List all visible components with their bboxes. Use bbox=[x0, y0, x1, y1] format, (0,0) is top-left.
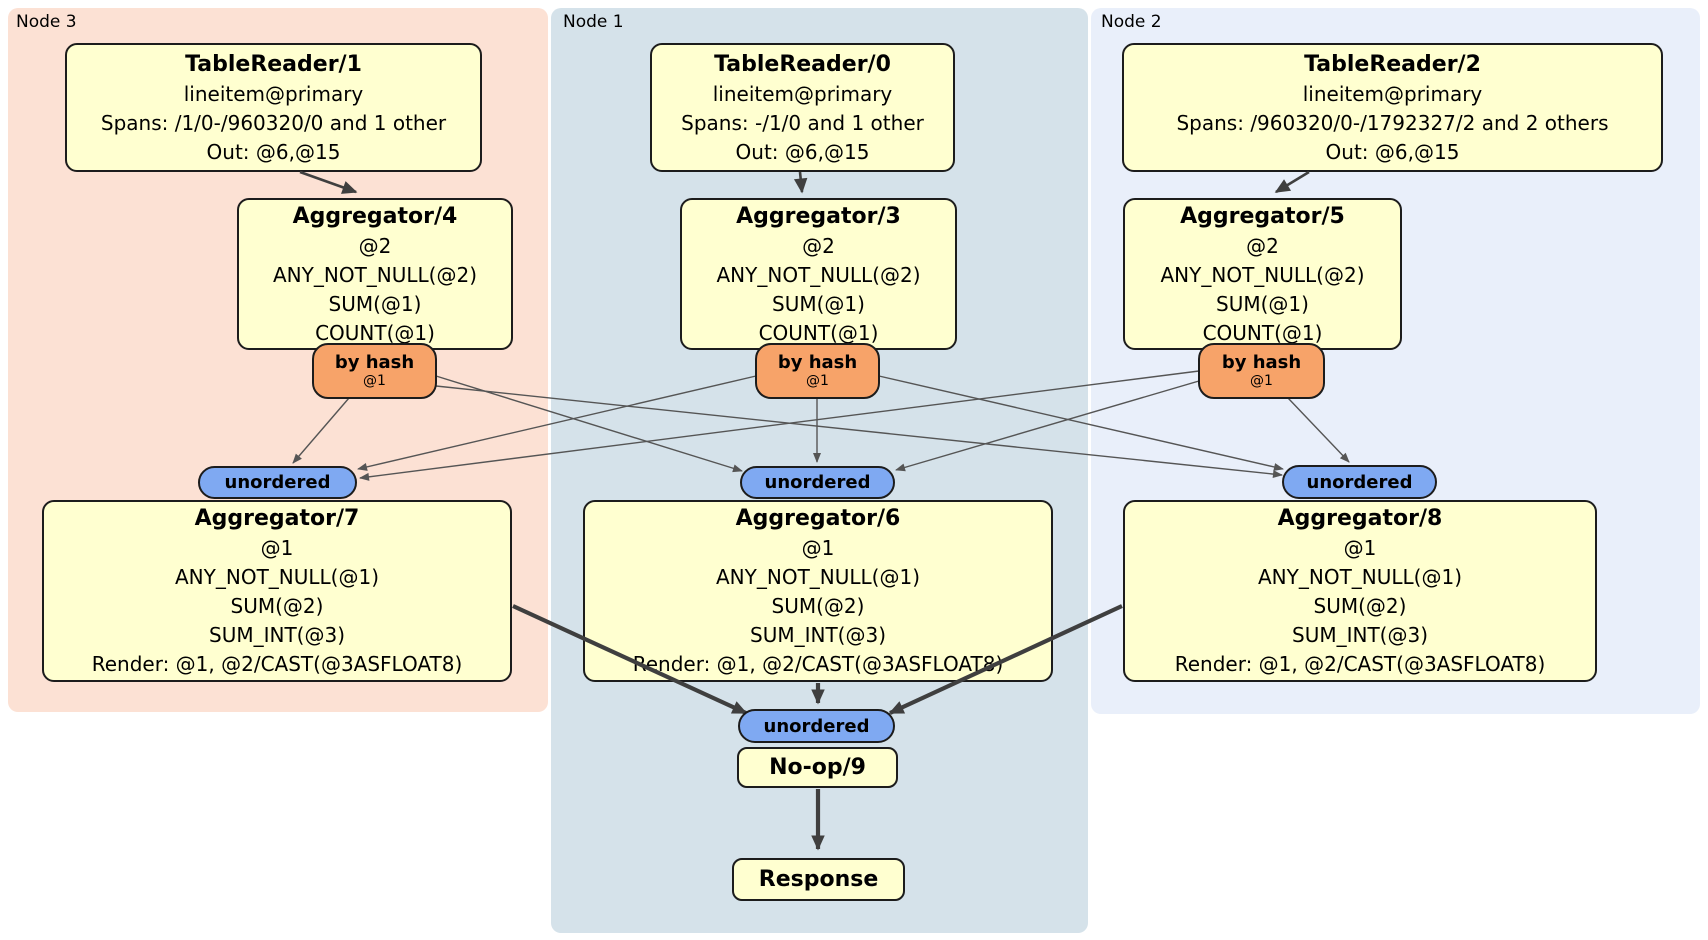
response-box: Response bbox=[732, 858, 905, 901]
tablereader-1-index: lineitem@primary bbox=[183, 81, 364, 106]
hash-router-4: by hash @1 bbox=[312, 343, 437, 399]
aggregator-5-group: @2 bbox=[1246, 233, 1279, 258]
tablereader-2-index: lineitem@primary bbox=[1302, 81, 1483, 106]
unordered-sync-label: unordered bbox=[224, 472, 331, 493]
tablereader-2-spans: Spans: /960320/0-/1792327/2 and 2 others bbox=[1176, 110, 1609, 135]
aggregator-8-group: @1 bbox=[1343, 536, 1377, 560]
aggregator-3-fn: SUM(@1) bbox=[772, 291, 865, 316]
aggregator-8-fn: ANY_NOT_NULL(@1) bbox=[1258, 565, 1462, 589]
aggregator-5-fn: SUM(@1) bbox=[1216, 291, 1309, 316]
tablereader-0-box: TableReader/0 lineitem@primary Spans: -/… bbox=[650, 43, 955, 172]
unordered-sync-node2: unordered bbox=[1282, 465, 1437, 499]
aggregator-6-render: Render: @1, @2/CAST(@3ASFLOAT8) bbox=[632, 652, 1004, 676]
aggregator-6-title: Aggregator/6 bbox=[735, 506, 901, 531]
aggregator-3-title: Aggregator/3 bbox=[736, 203, 901, 229]
edge-agg7-syncfinal bbox=[512, 604, 748, 715]
tablereader-0-index: lineitem@primary bbox=[712, 81, 893, 106]
aggregator-3-box: Aggregator/3 @2 ANY_NOT_NULL(@2) SUM(@1)… bbox=[680, 198, 957, 350]
response-title: Response bbox=[758, 867, 879, 892]
aggregator-6-group: @1 bbox=[801, 536, 835, 560]
hash-router-key: @1 bbox=[363, 373, 386, 389]
unordered-sync-label: unordered bbox=[764, 472, 871, 493]
tablereader-2-box: TableReader/2 lineitem@primary Spans: /9… bbox=[1122, 43, 1663, 172]
aggregator-8-fn: SUM_INT(@3) bbox=[1292, 623, 1428, 647]
aggregator-4-title: Aggregator/4 bbox=[292, 203, 458, 229]
aggregator-5-title: Aggregator/5 bbox=[1180, 203, 1345, 229]
hash-router-label: by hash bbox=[1221, 352, 1302, 373]
aggregator-4-group: @2 bbox=[358, 233, 392, 258]
edge-hash3-sync3 bbox=[357, 375, 757, 471]
aggregator-7-fn: SUM_INT(@3) bbox=[209, 623, 345, 647]
tablereader-0-out: Out: @6,@15 bbox=[735, 139, 870, 164]
edge-tr0-agg3 bbox=[793, 171, 808, 194]
edge-tr2-agg5 bbox=[1274, 170, 1310, 194]
aggregator-7-fn: SUM(@2) bbox=[230, 594, 324, 618]
tablereader-1-out: Out: @6,@15 bbox=[206, 139, 341, 164]
aggregator-5-fn: COUNT(@1) bbox=[1202, 320, 1323, 345]
aggregator-3-group: @2 bbox=[802, 233, 835, 258]
aggregator-4-fn: SUM(@1) bbox=[328, 291, 422, 316]
edge-agg8-syncfinal bbox=[888, 604, 1123, 715]
aggregator-5-fn: ANY_NOT_NULL(@2) bbox=[1160, 262, 1365, 287]
noop-9-box: No-op/9 bbox=[737, 747, 898, 788]
hash-router-key: @1 bbox=[806, 373, 829, 389]
edge-hash3-sync2 bbox=[878, 375, 1284, 471]
tablereader-2-title: TableReader/2 bbox=[1304, 51, 1481, 77]
tablereader-0-title: TableReader/0 bbox=[714, 51, 891, 77]
aggregator-8-box: Aggregator/8 @1 ANY_NOT_NULL(@1) SUM(@2)… bbox=[1123, 500, 1597, 682]
tablereader-1-spans: Spans: /1/0-/960320/0 and 1 other bbox=[100, 110, 447, 135]
aggregator-8-render: Render: @1, @2/CAST(@3ASFLOAT8) bbox=[1174, 652, 1546, 676]
aggregator-8-title: Aggregator/8 bbox=[1277, 506, 1443, 531]
noop-9-title: No-op/9 bbox=[769, 755, 866, 780]
aggregator-4-box: Aggregator/4 @2 ANY_NOT_NULL(@2) SUM(@1)… bbox=[237, 198, 513, 350]
aggregator-8-fn: SUM(@2) bbox=[1313, 594, 1407, 618]
aggregator-4-fn: ANY_NOT_NULL(@2) bbox=[273, 262, 477, 287]
aggregator-3-fn: COUNT(@1) bbox=[758, 320, 879, 345]
hash-router-label: by hash bbox=[777, 352, 858, 373]
unordered-sync-node3: unordered bbox=[198, 466, 357, 499]
tablereader-2-out: Out: @6,@15 bbox=[1325, 139, 1460, 164]
unordered-sync-final: unordered bbox=[738, 709, 895, 743]
aggregator-3-fn: ANY_NOT_NULL(@2) bbox=[716, 262, 921, 287]
tablereader-0-spans: Spans: -/1/0 and 1 other bbox=[681, 110, 924, 135]
tablereader-1-title: TableReader/1 bbox=[185, 51, 362, 77]
unordered-sync-node1: unordered bbox=[740, 466, 895, 499]
edge-hash5-sync1 bbox=[895, 380, 1200, 472]
node1-region-label: Node 1 bbox=[563, 12, 624, 32]
aggregator-7-box: Aggregator/7 @1 ANY_NOT_NULL(@1) SUM(@2)… bbox=[42, 500, 512, 682]
aggregator-7-render: Render: @1, @2/CAST(@3ASFLOAT8) bbox=[91, 652, 463, 676]
hash-router-key: @1 bbox=[1250, 373, 1273, 389]
hash-router-label: by hash bbox=[334, 352, 415, 373]
aggregator-6-fn: ANY_NOT_NULL(@1) bbox=[716, 565, 920, 589]
edge-hash5-sync3 bbox=[359, 370, 1200, 481]
node3-region-label: Node 3 bbox=[16, 12, 77, 32]
hash-router-3: by hash @1 bbox=[755, 343, 880, 399]
aggregator-5-box: Aggregator/5 @2 ANY_NOT_NULL(@2) SUM(@1)… bbox=[1123, 198, 1402, 350]
hash-router-5: by hash @1 bbox=[1198, 343, 1325, 399]
unordered-sync-label: unordered bbox=[763, 715, 870, 737]
aggregator-7-group: @1 bbox=[260, 536, 294, 560]
edge-hash5-sync2 bbox=[1287, 397, 1350, 463]
aggregator-6-fn: SUM_INT(@3) bbox=[750, 623, 886, 647]
edge-hash4-sync2 bbox=[435, 385, 1283, 479]
aggregator-4-fn: COUNT(@1) bbox=[315, 320, 435, 345]
aggregator-6-box: Aggregator/6 @1 ANY_NOT_NULL(@1) SUM(@2)… bbox=[583, 500, 1053, 682]
edge-hash4-sync3 bbox=[292, 397, 350, 464]
unordered-sync-label: unordered bbox=[1306, 471, 1413, 493]
aggregator-7-title: Aggregator/7 bbox=[194, 506, 360, 531]
edge-tr1-agg4 bbox=[299, 170, 358, 194]
aggregator-7-fn: ANY_NOT_NULL(@1) bbox=[175, 565, 379, 589]
node2-region-label: Node 2 bbox=[1101, 12, 1162, 32]
aggregator-6-fn: SUM(@2) bbox=[771, 594, 865, 618]
tablereader-1-box: TableReader/1 lineitem@primary Spans: /1… bbox=[65, 43, 482, 172]
